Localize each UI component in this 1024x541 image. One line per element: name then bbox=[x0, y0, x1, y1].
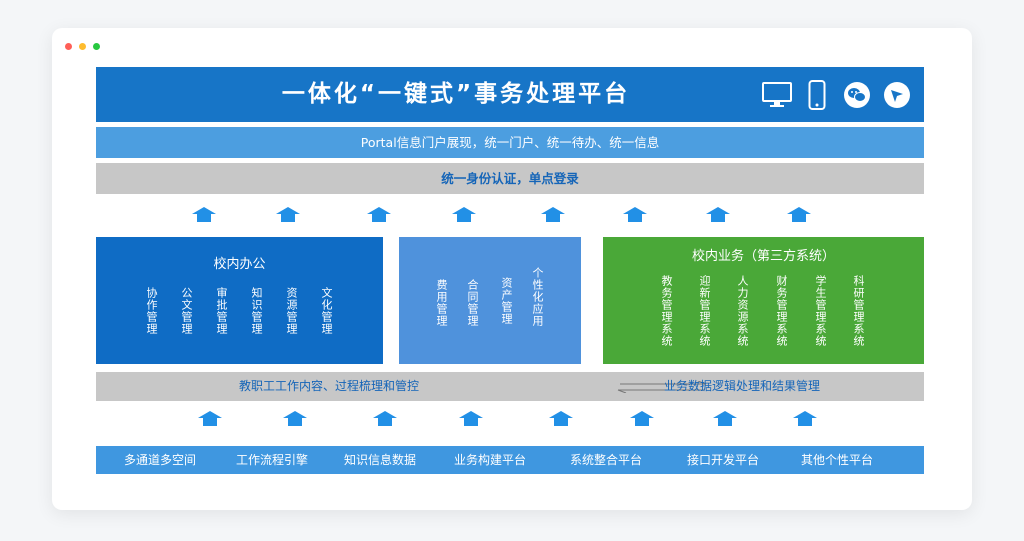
title-bar: 一体化“一键式”事务处理平台 bbox=[96, 67, 924, 122]
flow-right-label: 业务数据逻辑处理和结果管理 bbox=[664, 379, 821, 393]
up-arrow bbox=[713, 411, 737, 426]
platform-item: 业务构建平台 bbox=[454, 453, 527, 467]
up-arrow bbox=[373, 411, 397, 426]
auth-bar: 统一身份认证，单点登录 bbox=[96, 163, 924, 194]
platform-item: 工作流程引擎 bbox=[236, 453, 309, 467]
up-arrow bbox=[367, 207, 391, 222]
platform-item: 接口开发平台 bbox=[687, 453, 760, 467]
flow-bar: 教职工工作内容、过程梳理和管控 业务数据逻辑处理和结果管理 bbox=[96, 372, 924, 401]
device-icons bbox=[762, 80, 912, 110]
office-box: 校内办公 协作管理 公文管理 审批管理 知识管理 资源管理 文化管理 bbox=[96, 237, 383, 364]
portal-bar: Portal信息门户展现，统一门户、统一待办、统一信息 bbox=[96, 127, 924, 158]
office-item: 资源管理 bbox=[285, 287, 298, 335]
middle-item: 合同管理 bbox=[466, 279, 479, 327]
office-title: 校内办公 bbox=[213, 257, 266, 272]
up-arrow bbox=[549, 411, 573, 426]
up-arrow bbox=[541, 207, 565, 222]
business-item: 教务管理系统 bbox=[660, 275, 673, 347]
business-item: 科研管理系统 bbox=[852, 275, 865, 347]
middle-item: 个性化应用 bbox=[531, 267, 544, 327]
close-dot[interactable] bbox=[65, 43, 72, 50]
monitor-icon bbox=[762, 80, 792, 110]
flow-left-label: 教职工工作内容、过程梳理和管控 bbox=[239, 379, 420, 393]
platform-item: 系统整合平台 bbox=[570, 453, 643, 467]
business-title: 校内业务（第三方系统） bbox=[691, 249, 835, 264]
page-title: 一体化“一键式”事务处理平台 bbox=[281, 81, 631, 107]
up-arrow bbox=[198, 411, 222, 426]
platform-item: 其他个性平台 bbox=[801, 453, 874, 467]
double-arrow-icon bbox=[617, 381, 707, 393]
business-box: 校内业务（第三方系统） 教务管理系统 迎新管理系统 人力资源系统 财务管理系统 … bbox=[603, 237, 924, 364]
middle-item: 资产管理 bbox=[500, 277, 513, 325]
up-arrow bbox=[623, 207, 647, 222]
up-arrow bbox=[276, 207, 300, 222]
phone-icon bbox=[802, 80, 832, 110]
up-arrow bbox=[787, 207, 811, 222]
office-item: 审批管理 bbox=[215, 287, 228, 335]
business-item: 学生管理系统 bbox=[814, 275, 827, 347]
office-item: 公文管理 bbox=[180, 287, 193, 335]
platforms-bar: 多通道多空间 工作流程引擎 知识信息数据 业务构建平台 系统整合平台 接口开发平… bbox=[96, 446, 924, 474]
up-arrow bbox=[630, 411, 654, 426]
middle-item: 费用管理 bbox=[435, 279, 448, 327]
business-item: 人力资源系统 bbox=[736, 275, 749, 347]
platform-item: 知识信息数据 bbox=[344, 453, 417, 467]
platform-item: 多通道多空间 bbox=[124, 453, 197, 467]
up-arrow bbox=[793, 411, 817, 426]
office-item: 知识管理 bbox=[250, 287, 263, 335]
office-item: 文化管理 bbox=[320, 287, 333, 335]
business-item: 迎新管理系统 bbox=[698, 275, 711, 347]
up-arrow bbox=[706, 207, 730, 222]
up-arrow bbox=[192, 207, 216, 222]
up-arrow bbox=[283, 411, 307, 426]
office-item: 协作管理 bbox=[145, 287, 158, 335]
compass-icon bbox=[882, 80, 912, 110]
wechat-icon bbox=[842, 80, 872, 110]
minimize-dot[interactable] bbox=[79, 43, 86, 50]
middle-box: 费用管理 合同管理 资产管理 个性化应用 bbox=[399, 237, 581, 364]
up-arrow bbox=[452, 207, 476, 222]
up-arrow bbox=[459, 411, 483, 426]
business-item: 财务管理系统 bbox=[775, 275, 788, 347]
maximize-dot[interactable] bbox=[93, 43, 100, 50]
